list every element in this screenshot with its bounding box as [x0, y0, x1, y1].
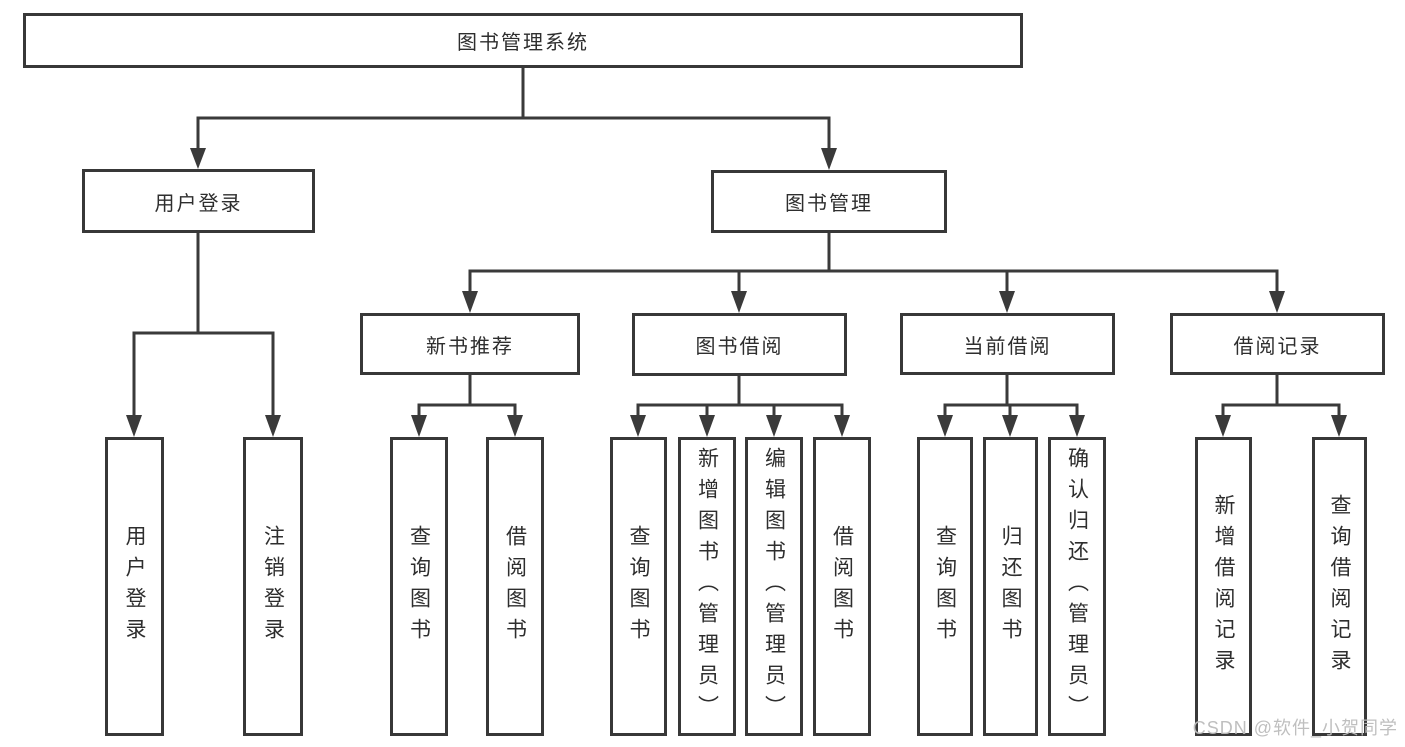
- node-book-management-label: 图书管理: [785, 193, 873, 215]
- connector-current-borrow-to-leaves: [937, 373, 1085, 437]
- node-user-login-label: 用户登录: [154, 192, 243, 215]
- node-new-book-recommend: 新书推荐: [360, 313, 580, 375]
- node-current-borrow: 当前借阅: [900, 313, 1115, 375]
- leaf-borrow-books-label: 借阅图书: [830, 524, 854, 649]
- leaf-edit-books-admin: 编辑图书（管理员）: [745, 437, 803, 736]
- connector-book-borrow-to-leaves: [630, 374, 850, 437]
- leaf-return-books: 归还图书: [983, 437, 1038, 736]
- leaf-query-borrow-record: 查询借阅记录: [1312, 437, 1367, 736]
- leaf-query-books-recommend: 查询图书: [390, 437, 448, 736]
- connector-user-login-to-leaves: [126, 231, 281, 437]
- leaf-user-login-label: 用户登录: [123, 524, 146, 649]
- leaf-confirm-return-admin: 确认归还（管理员）: [1048, 437, 1106, 736]
- leaf-add-borrow-record: 新增借阅记录: [1195, 437, 1252, 736]
- leaf-query-books-borrow-label: 查询图书: [627, 524, 650, 649]
- connector-root-to-level2: [190, 66, 837, 170]
- node-borrow-records: 借阅记录: [1170, 313, 1385, 375]
- leaf-query-books-recommend-label: 查询图书: [407, 524, 431, 649]
- leaf-logout: 注销登录: [243, 437, 303, 736]
- node-user-login: 用户登录: [82, 169, 315, 233]
- leaf-borrow-books-recommend: 借阅图书: [486, 437, 544, 736]
- watermark: CSDN @软件_小贺同学: [1192, 718, 1398, 738]
- node-new-book-recommend-label: 新书推荐: [426, 335, 514, 358]
- leaf-add-books-admin: 新增图书（管理员）: [678, 437, 736, 736]
- leaf-borrow-books-recommend-label: 借阅图书: [503, 524, 527, 649]
- leaf-add-books-admin-label: 新增图书（管理员）: [695, 447, 719, 726]
- connector-book-management-to-level3: [462, 231, 1285, 313]
- node-book-management: 图书管理: [711, 170, 947, 233]
- leaf-logout-label: 注销登录: [261, 524, 285, 649]
- leaf-query-books-current-label: 查询图书: [933, 524, 957, 649]
- leaf-confirm-return-admin-label: 确认归还（管理员）: [1065, 447, 1089, 726]
- node-book-borrow: 图书借阅: [632, 313, 847, 376]
- leaf-user-login: 用户登录: [105, 437, 164, 736]
- connector-borrow-records-to-leaves: [1215, 373, 1347, 437]
- leaf-borrow-books: 借阅图书: [813, 437, 871, 736]
- leaf-add-borrow-record-label: 新增借阅记录: [1212, 493, 1235, 680]
- node-root-label: 图书管理系统: [457, 32, 589, 54]
- leaf-return-books-label: 归还图书: [999, 524, 1022, 649]
- node-book-borrow-label: 图书借阅: [695, 336, 784, 358]
- connector-new-book-to-leaves: [411, 373, 523, 437]
- node-root: 图书管理系统: [23, 13, 1023, 68]
- leaf-query-books-current: 查询图书: [917, 437, 973, 736]
- node-borrow-records-label: 借阅记录: [1233, 335, 1322, 358]
- leaf-edit-books-admin-label: 编辑图书（管理员）: [762, 447, 786, 726]
- node-current-borrow-label: 当前借阅: [963, 335, 1052, 358]
- leaf-query-books-borrow: 查询图书: [610, 437, 667, 736]
- leaf-query-borrow-record-label: 查询借阅记录: [1328, 493, 1351, 680]
